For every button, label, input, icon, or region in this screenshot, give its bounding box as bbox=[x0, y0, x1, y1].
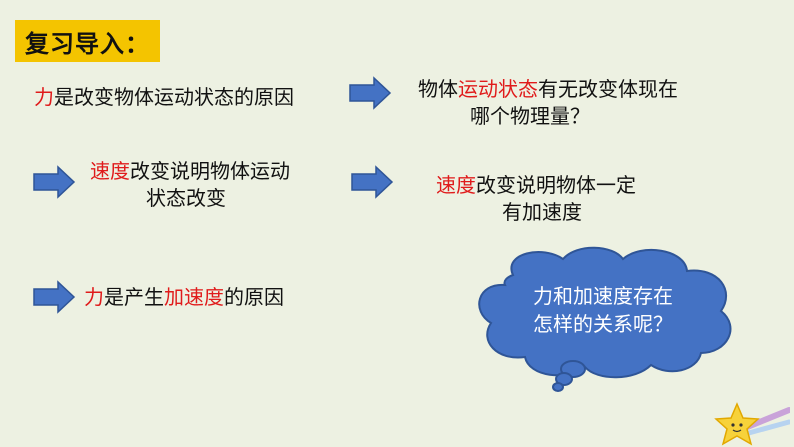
question-text: 物体 bbox=[418, 77, 458, 101]
statement-velocity-change: 速度改变说明物体运动 状态改变 bbox=[90, 158, 350, 212]
thought-cloud bbox=[478, 246, 732, 392]
question-motion-state: 物体运动状态有无改变体现在 哪个物理量？ bbox=[418, 76, 738, 130]
cloud-question-line1: 力和加速度存在 bbox=[533, 284, 673, 308]
question-text-line2: 哪个物理量？ bbox=[470, 104, 590, 128]
statement-text: 是改变物体运动状态的原因 bbox=[54, 85, 294, 109]
section-title: 复习导入： bbox=[15, 20, 160, 62]
star-decoration-icon bbox=[714, 402, 790, 446]
cloud-question-line2: 怎样的关系呢？ bbox=[533, 312, 673, 336]
statement-text: 是产生 bbox=[104, 285, 164, 309]
right-arrow-icon bbox=[349, 76, 392, 110]
keyword-force: 力 bbox=[34, 85, 54, 109]
keyword-force: 力 bbox=[84, 285, 104, 309]
keyword-velocity: 速度 bbox=[90, 159, 130, 183]
statement-force-cause: 力是改变物体运动状态的原因 bbox=[34, 84, 294, 111]
right-arrow-icon bbox=[33, 280, 76, 314]
statement-text-line2: 有加速度 bbox=[502, 200, 582, 224]
question-text: 有无改变体现在 bbox=[538, 77, 678, 101]
statement-text: 改变说明物体一定 bbox=[476, 173, 636, 197]
keyword-motion-state: 运动状态 bbox=[458, 77, 538, 101]
keyword-velocity: 速度 bbox=[436, 173, 476, 197]
statement-text: 的原因 bbox=[224, 285, 284, 309]
keyword-acceleration: 加速度 bbox=[164, 285, 224, 309]
right-arrow-icon bbox=[33, 165, 76, 199]
cloud-question: 力和加速度存在 怎样的关系呢？ bbox=[533, 282, 703, 338]
statement-text: 改变说明物体运动 bbox=[130, 159, 290, 183]
statement-acceleration: 速度改变说明物体一定 有加速度 bbox=[436, 172, 696, 226]
statement-text-line2: 状态改变 bbox=[146, 186, 226, 210]
statement-force-acceleration: 力是产生加速度的原因 bbox=[84, 284, 284, 311]
right-arrow-icon bbox=[351, 165, 394, 199]
